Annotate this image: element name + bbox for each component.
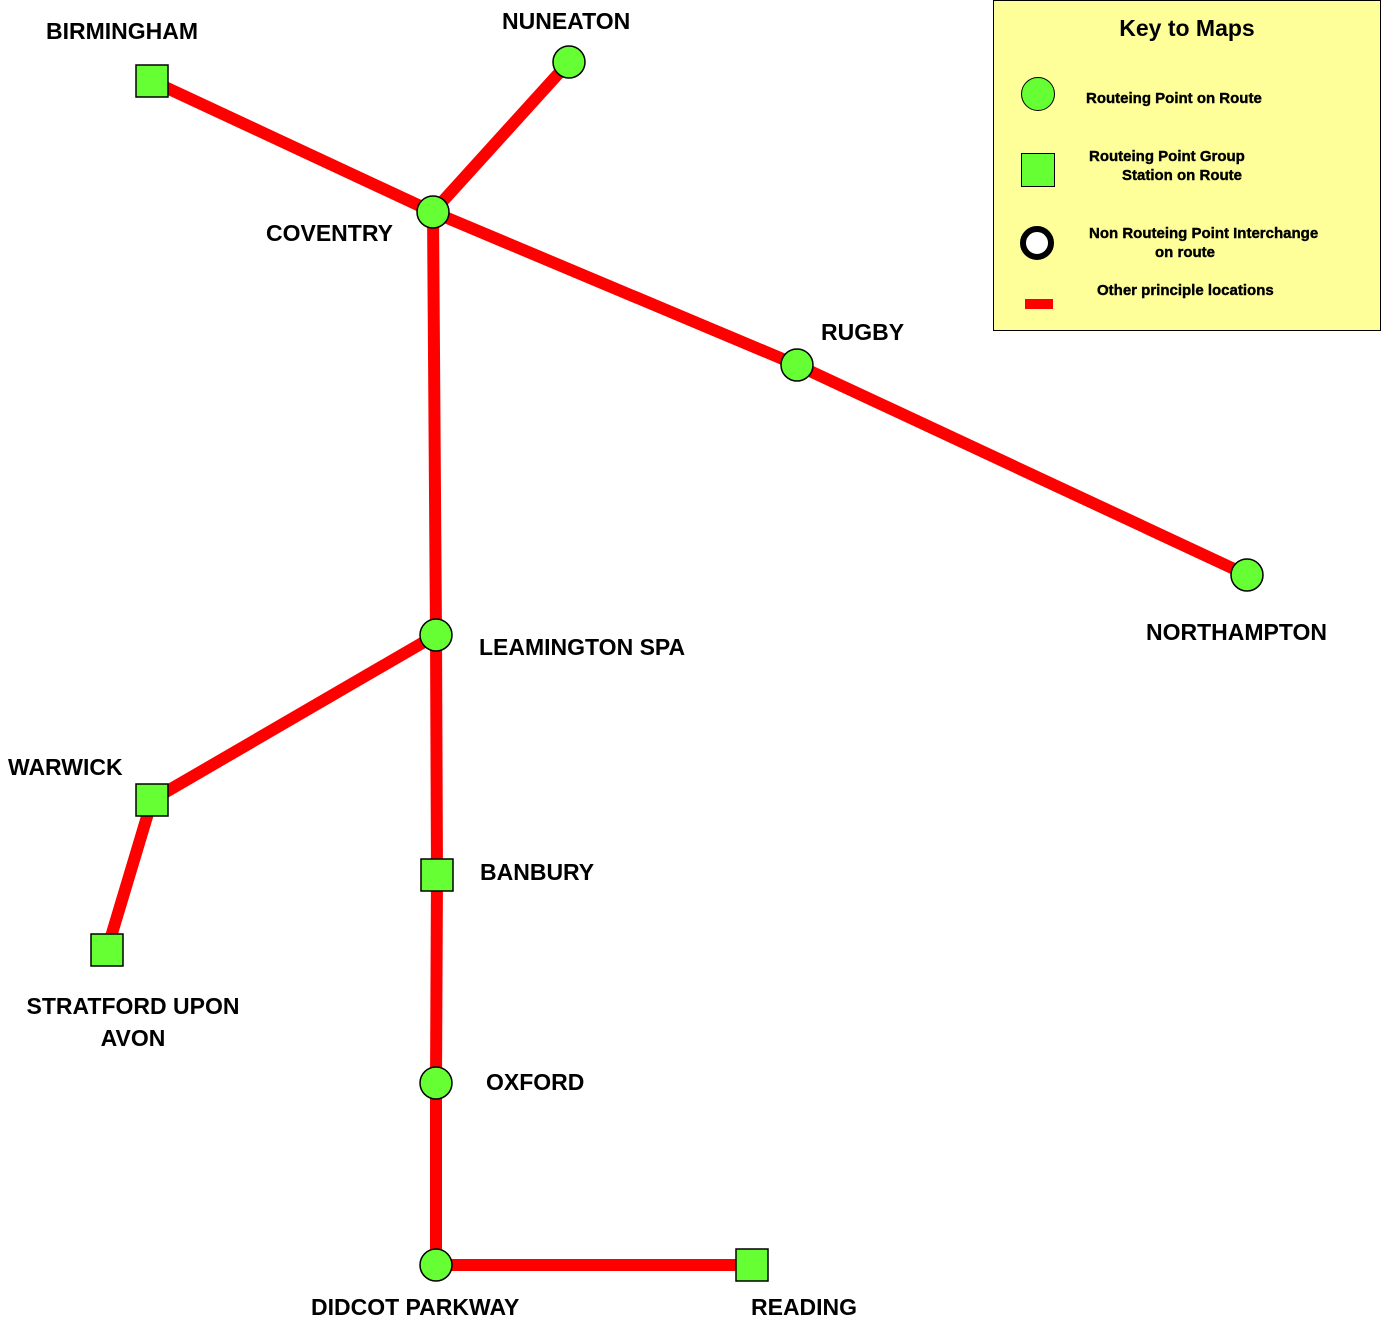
route-segment-coventry-leamington-spa (427, 211, 442, 636)
key-item-label: Station on Route (1122, 167, 1242, 184)
black-ring-icon (1020, 226, 1054, 260)
station-markers (90, 45, 1264, 1282)
key-item-label: Other principle locations (1097, 282, 1274, 299)
label-coventry: COVENTRY (266, 220, 393, 246)
label-northampton: NORTHAMPTON (1146, 619, 1328, 645)
green-circle-icon (1021, 77, 1055, 111)
station-marker-reading (735, 1248, 769, 1282)
station-marker-coventry (416, 195, 450, 229)
route-segment-banbury-oxford (430, 874, 443, 1084)
green-square-icon (1021, 153, 1055, 187)
station-marker-leamington-spa (419, 618, 453, 652)
key-item-group-station: Routeing Point Group Station on Route (1089, 147, 1275, 185)
route-segment-leamington-spa-warwick (148, 629, 440, 806)
label-stratford-upon-avon-line1: STRATFORD UPON (26, 993, 240, 1019)
route-segment-coventry-rugby (430, 206, 800, 371)
station-marker-didcot-parkway (419, 1248, 453, 1282)
station-marker-oxford (419, 1066, 453, 1100)
key-item-non-routeing-interchange: Non Routeing Point Interchange on route (1089, 224, 1319, 262)
route-segment-warwick-stratford-upon-avon (101, 798, 158, 952)
label-birmingham: BIRMINGHAM (46, 18, 199, 44)
key-item-routeing-point: Routeing Point on Route (1086, 89, 1262, 108)
red-bar-icon (1025, 299, 1053, 309)
station-marker-northampton (1230, 558, 1264, 592)
key-item-label: Non Routeing Point Interchange (1089, 225, 1319, 242)
station-marker-birmingham (135, 64, 169, 98)
route-segment-coventry-nuneaton (428, 57, 574, 217)
key-item-label: on route (1155, 244, 1215, 261)
key-item-label: Routeing Point on Route (1086, 90, 1262, 107)
label-rugby: RUGBY (821, 319, 905, 345)
label-stratford-upon-avon-line2: AVON (100, 1025, 166, 1051)
key-title: Key to Maps (1119, 15, 1255, 41)
station-marker-nuneaton (552, 45, 586, 79)
label-nuneaton: NUNEATON (502, 8, 631, 34)
label-leamington-spa: LEAMINGTON SPA (479, 634, 686, 660)
route-segment-birmingham-coventry (149, 75, 436, 218)
label-reading: READING (751, 1294, 858, 1320)
key-item-label: Routeing Point Group (1089, 148, 1245, 165)
label-warwick: WARWICK (8, 754, 123, 780)
label-oxford: OXFORD (486, 1069, 585, 1095)
label-banbury: BANBURY (480, 859, 595, 885)
station-marker-stratford-upon-avon (90, 933, 124, 967)
map-key: Key to Maps Routeing Point on Route Rout… (993, 0, 1381, 331)
route-segment-rugby-northampton (794, 359, 1250, 581)
key-item-other-locations: Other principle locations (1097, 281, 1274, 300)
label-didcot-parkway: DIDCOT PARKWAY (311, 1294, 520, 1320)
label-stratford-upon-avon: STRATFORD UPON AVON (8, 990, 258, 1054)
station-marker-warwick (135, 783, 169, 817)
route-segment-leamington-spa-banbury (430, 634, 443, 876)
station-marker-banbury (420, 858, 454, 892)
route-lines (101, 57, 1250, 1271)
station-marker-rugby (780, 348, 814, 382)
